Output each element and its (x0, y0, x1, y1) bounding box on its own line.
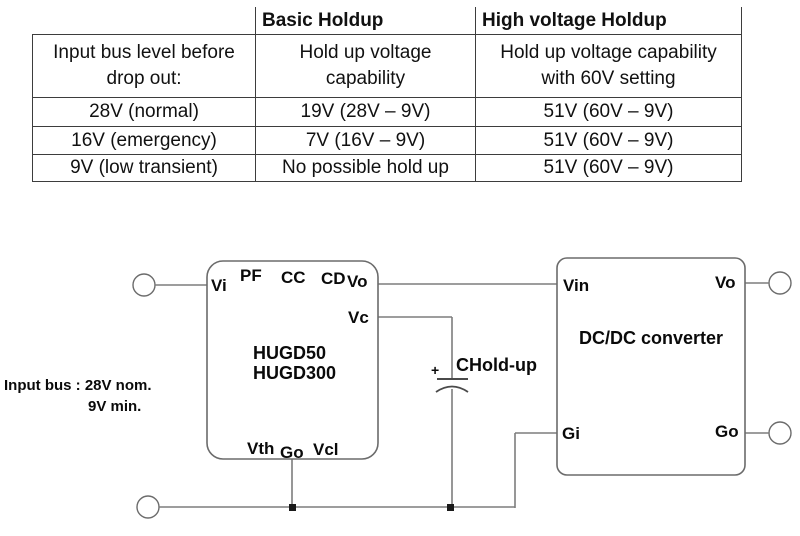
table-cell-hv-desc: Hold up voltage capability with 60V sett… (475, 35, 742, 98)
junction-dot-cap (447, 504, 454, 511)
table-cell-basic-desc: Hold up voltage capability (255, 35, 475, 98)
pin-label-pf: PF (240, 266, 262, 285)
table-cell-28v: 28V (normal) (32, 98, 255, 127)
table-cell-28v-hv: 51V (60V – 9V) (475, 98, 742, 127)
table-cell-16v: 16V (emergency) (32, 127, 255, 155)
table-cell-9v: 9V (low transient) (32, 155, 255, 182)
pin-label-vcl: Vcl (313, 440, 339, 459)
junction-dot-go (289, 504, 296, 511)
pin-label-vo-dcdc: Vo (715, 273, 736, 292)
table-cell-16v-basic: 7V (16V – 9V) (255, 127, 475, 155)
pin-label-vi: Vi (211, 276, 227, 295)
input-bus-note-line1: Input bus : 28V nom. (4, 377, 152, 394)
input-terminal-return (136, 495, 160, 519)
table-cell-row-label-desc: Input bus level before drop out: (32, 35, 255, 98)
pin-label-cc: CC (281, 268, 306, 287)
pin-label-go-hugd: Go (280, 443, 304, 462)
pin-label-gi: Gi (562, 424, 580, 443)
table-cell-16v-hv: 51V (60V – 9V) (475, 127, 742, 155)
table-header-empty-cell (32, 7, 255, 35)
pin-label-vin: Vin (563, 276, 590, 295)
table-header-high-voltage-holdup: High voltage Holdup (475, 7, 742, 35)
pin-label-vo-hugd: Vo (347, 272, 368, 291)
table-cell-9v-basic: No possible hold up (255, 155, 475, 182)
module-name-hugd300: HUGD300 (253, 363, 337, 383)
pin-label-vc: Vc (348, 308, 369, 327)
input-terminal-positive (132, 273, 156, 297)
hugd-module-box (206, 260, 379, 460)
pin-label-go-dcdc: Go (715, 422, 739, 441)
capacitor-label: CHold-up (456, 355, 537, 375)
table-cell-9v-hv: 51V (60V – 9V) (475, 155, 742, 182)
holdup-comparison-table: Basic Holdup High voltage Holdup Input b… (32, 7, 742, 182)
pin-label-cd: CD (321, 269, 346, 288)
capacitor-polarity-sign: + (431, 362, 440, 378)
dcdc-converter-label: DC/DC converter (578, 328, 724, 348)
capacitor-plate-bottom (435, 385, 469, 393)
module-name-hugd50: HUGD50 (253, 343, 327, 363)
pin-label-vth: Vth (247, 439, 275, 458)
input-bus-note-line2: 9V min. (88, 398, 142, 415)
output-terminal-go (768, 421, 792, 445)
table-cell-28v-basic: 19V (28V – 9V) (255, 98, 475, 127)
dcdc-converter-box (556, 257, 746, 476)
output-terminal-vo (768, 271, 792, 295)
table-header-basic-holdup: Basic Holdup (255, 7, 475, 35)
